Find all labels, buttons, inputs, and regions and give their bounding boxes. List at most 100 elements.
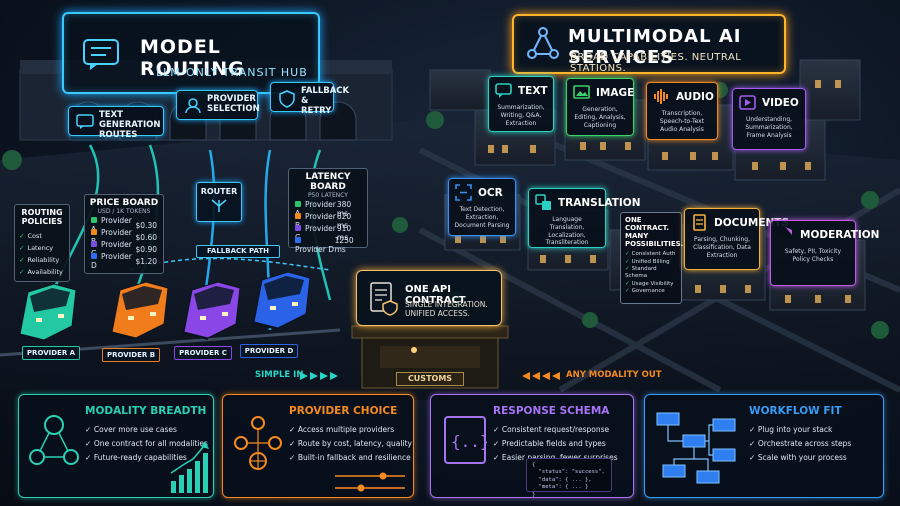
- service-card-audio: AUDIO Transcription, Speech-to-Text Audio…: [646, 82, 718, 140]
- model-routing-sign: MODEL ROUTING LLM-ONLY TRANSIT HUB: [62, 12, 320, 94]
- list-item: Easier parsing, fewer surprises: [493, 451, 618, 465]
- one-contract-title: ONE CONTRACT. MANY POSSIBILITIES.: [625, 216, 684, 249]
- card-provider-choice-list: Access multiple providers Route by cost,…: [289, 423, 412, 465]
- provider-color-swatch: [295, 225, 301, 231]
- policy-item: ✓Latency: [15, 242, 69, 254]
- list-item: Cover more use cases: [85, 423, 208, 437]
- list-item: Orchestrate across steps: [749, 437, 851, 451]
- routing-policies-title: ROUTING POLICIES: [21, 208, 63, 226]
- policy-item: ✓Reliability: [15, 254, 69, 266]
- check-icon: ✓: [19, 231, 25, 240]
- train-tag: PROVIDER B: [102, 348, 160, 362]
- board-row-provider: Provider D: [91, 252, 136, 270]
- one-contract-item-label: Governance: [631, 288, 665, 295]
- document-shield-icon: [369, 281, 399, 321]
- chat-icon: [76, 114, 94, 134]
- service-title: MODERATION: [800, 229, 880, 241]
- latency-board-title: LATENCY BOARD: [305, 172, 351, 192]
- list-item: Access multiple providers: [289, 423, 412, 437]
- one-contract-item-label: Consistent Auth: [631, 251, 676, 258]
- audio-icon: [653, 88, 671, 110]
- service-title: TEXT: [518, 85, 548, 97]
- service-description: Summarization, Writing, Q&A, Extraction: [497, 104, 545, 127]
- check-icon: ✓: [19, 255, 25, 264]
- chat-icon: [82, 38, 122, 76]
- card-response-schema-title: RESPONSE SCHEMA: [493, 405, 610, 417]
- badge-text-generation-label: TEXT GENERATION ROUTES: [99, 110, 161, 140]
- simple-in-label: SIMPLE IN: [255, 370, 304, 380]
- board-row-value: 380 ms: [336, 200, 352, 218]
- any-modality-out-label: ANY MODALITY OUT: [566, 370, 662, 380]
- one-contract-item: ✓Consistent Auth: [625, 251, 677, 258]
- card-workflow-fit: WORKFLOW FIT Plug into your stack Orches…: [644, 394, 884, 498]
- person-icon: [184, 98, 202, 118]
- workflow-diagram-icon: [653, 409, 741, 495]
- check-icon: ✓: [625, 280, 630, 287]
- train-icon: [110, 281, 169, 340]
- service-card-moderation: MODERATION Safety, PII, Toxicity Policy C…: [770, 220, 880, 286]
- one-contract-item: ✓Unified Billing: [625, 259, 677, 266]
- provider-color-swatch: [91, 241, 97, 247]
- one-contract-item-label: Standard Schema: [625, 266, 657, 280]
- growth-chart-icon: [169, 441, 211, 499]
- fallback-path-label: FALLBACK PATH: [196, 245, 280, 258]
- list-item: Plug into your stack: [749, 423, 851, 437]
- badge-provider-selection: PROVIDER SELECTION: [176, 90, 260, 120]
- badge-text-generation: TEXT GENERATION ROUTES: [68, 106, 164, 139]
- train-provider-a: [14, 282, 86, 342]
- board-row-value: $0.90: [135, 244, 157, 254]
- train-icon: [252, 271, 311, 330]
- board-row-value: 620 ms: [336, 212, 352, 230]
- list-item: Consistent request/response: [493, 423, 618, 437]
- one-contract-item: ✓Usage Visibility: [625, 281, 677, 288]
- service-description: Generation, Editing, Analysis, Captionin…: [574, 106, 626, 129]
- badge-provider-selection-label: PROVIDER SELECTION: [207, 94, 260, 114]
- ocr-icon: [455, 184, 473, 206]
- multimodal-subtitle: BROAD CAPABILITIES. NEUTRAL STATIONS.: [570, 52, 742, 74]
- board-row-value: 910 ms: [336, 224, 352, 242]
- board-row-value: $0.60: [135, 232, 157, 242]
- svg-text:{..}: {..}: [451, 432, 487, 451]
- service-description: Safety, PII, Toxicity Policy Checks: [784, 248, 842, 263]
- board-row-provider: Provider D: [295, 236, 335, 254]
- check-icon: ✓: [19, 243, 25, 252]
- service-title: TRANSLATION: [558, 197, 641, 209]
- json-snippet: { "status": "success", "data": { ... }, …: [526, 458, 612, 498]
- train-tag: PROVIDER D: [240, 344, 298, 358]
- service-title: AUDIO: [676, 91, 714, 103]
- service-description: Parsing, Chunking, Classification, Data …: [693, 236, 751, 259]
- train-provider-b: [106, 280, 178, 340]
- card-workflow-fit-list: Plug into your stack Orchestrate across …: [749, 423, 851, 465]
- router-arrows-icon: [209, 199, 229, 218]
- sliders-icon: [333, 471, 407, 497]
- routing-title: MODEL ROUTING: [140, 36, 245, 80]
- policy-label: Reliability: [27, 255, 60, 264]
- shield-icon: [278, 90, 296, 112]
- check-icon: ✓: [625, 266, 630, 273]
- router-label: ROUTER: [200, 187, 238, 196]
- list-item: One contract for all modalities: [85, 437, 208, 451]
- customs-sign: CUSTOMS: [396, 372, 464, 386]
- train-provider-c: [178, 280, 250, 340]
- routing-subtitle: LLM-ONLY TRANSIT HUB: [156, 66, 308, 79]
- one-contract-item: ✓Governance: [625, 288, 677, 295]
- service-description: Transcription, Speech-to-Text Audio Anal…: [659, 110, 705, 133]
- service-title: OCR: [478, 187, 503, 199]
- multimodal-title: MULTIMODAL AI SERVICES: [568, 26, 742, 68]
- translate-icon: [535, 194, 553, 216]
- service-title: IMAGE: [596, 87, 635, 99]
- check-icon: ✓: [625, 288, 630, 295]
- provider-color-swatch: [295, 201, 301, 207]
- service-card-image: IMAGE Generation, Editing, Analysis, Capt…: [566, 78, 634, 136]
- network-nodes-icon: [29, 413, 79, 477]
- price-board-subtitle: USD / 1K TOKENS: [97, 208, 151, 215]
- routing-policies-board: ROUTING POLICIES ✓Cost✓Latency✓Reliabili…: [14, 204, 70, 282]
- document-icon: [691, 214, 709, 236]
